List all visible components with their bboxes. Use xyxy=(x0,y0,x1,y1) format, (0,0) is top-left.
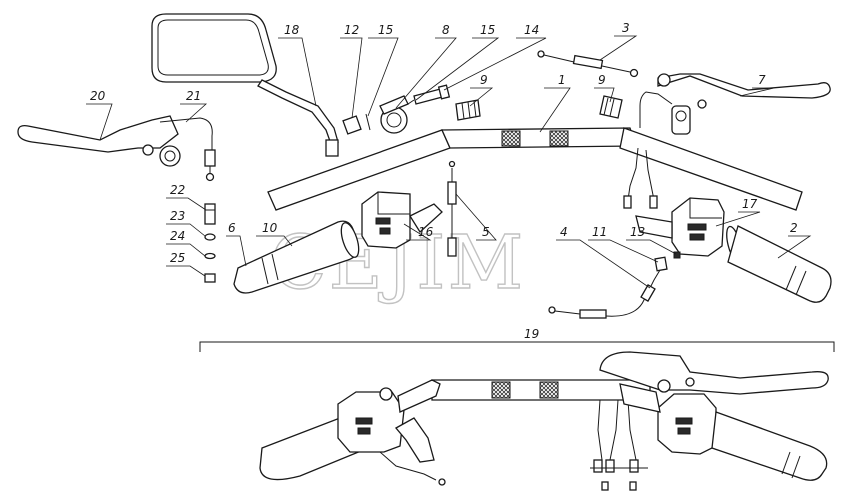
callout-5: 5 xyxy=(482,225,490,239)
part-right-spacer xyxy=(599,95,623,119)
part-throttle-cable-short xyxy=(537,50,639,78)
callout-6: 6 xyxy=(228,221,236,235)
callout-4: 4 xyxy=(560,225,568,239)
callout-20: 20 xyxy=(90,89,106,103)
callout-22: 22 xyxy=(170,183,185,197)
callout-18: 18 xyxy=(284,23,300,37)
callout-13: 13 xyxy=(630,225,645,239)
callout-17: 17 xyxy=(742,197,758,211)
part-left-lever xyxy=(17,115,213,167)
callout-1: 1 xyxy=(558,73,566,87)
callout-14: 14 xyxy=(524,23,539,37)
part-assembled-handlebar xyxy=(199,341,835,491)
part-throttle-cable-long xyxy=(548,269,661,319)
callout-19: 19 xyxy=(524,327,539,341)
part-left-switch xyxy=(361,191,443,249)
part-clamp-components xyxy=(342,84,481,135)
callout-2: 2 xyxy=(790,221,798,235)
part-right-lever xyxy=(639,73,831,135)
part-right-switch xyxy=(635,197,725,257)
part-choke-cable xyxy=(447,160,457,257)
part-handlebar xyxy=(267,127,803,211)
callout-11: 11 xyxy=(592,225,607,239)
part-small-fittings xyxy=(654,251,681,272)
part-right-wiring xyxy=(623,147,658,209)
callout-16: 16 xyxy=(418,225,434,239)
callout-10: 10 xyxy=(262,221,278,235)
callout-23: 23 xyxy=(170,209,185,223)
callout-15-left: 15 xyxy=(378,23,393,37)
callout-numbers: 18 12 15 8 15 14 9 1 3 9 7 20 21 22 23 2… xyxy=(90,21,798,341)
callout-24: 24 xyxy=(170,229,185,243)
part-left-cable-end xyxy=(204,149,216,182)
callout-25: 25 xyxy=(170,251,185,265)
part-left-grip xyxy=(233,220,360,294)
callout-3: 3 xyxy=(622,21,630,35)
callout-8: 8 xyxy=(442,23,450,37)
callout-9-left: 9 xyxy=(480,73,488,87)
callout-12: 12 xyxy=(344,23,359,37)
part-left-hardware xyxy=(204,203,216,283)
callout-15-right: 15 xyxy=(480,23,495,37)
callout-7: 7 xyxy=(758,73,766,87)
callout-leaders xyxy=(86,35,812,289)
part-mirror xyxy=(151,13,339,157)
callout-21: 21 xyxy=(186,89,201,103)
part-right-grip xyxy=(726,225,832,303)
callout-9-right: 9 xyxy=(598,73,606,87)
